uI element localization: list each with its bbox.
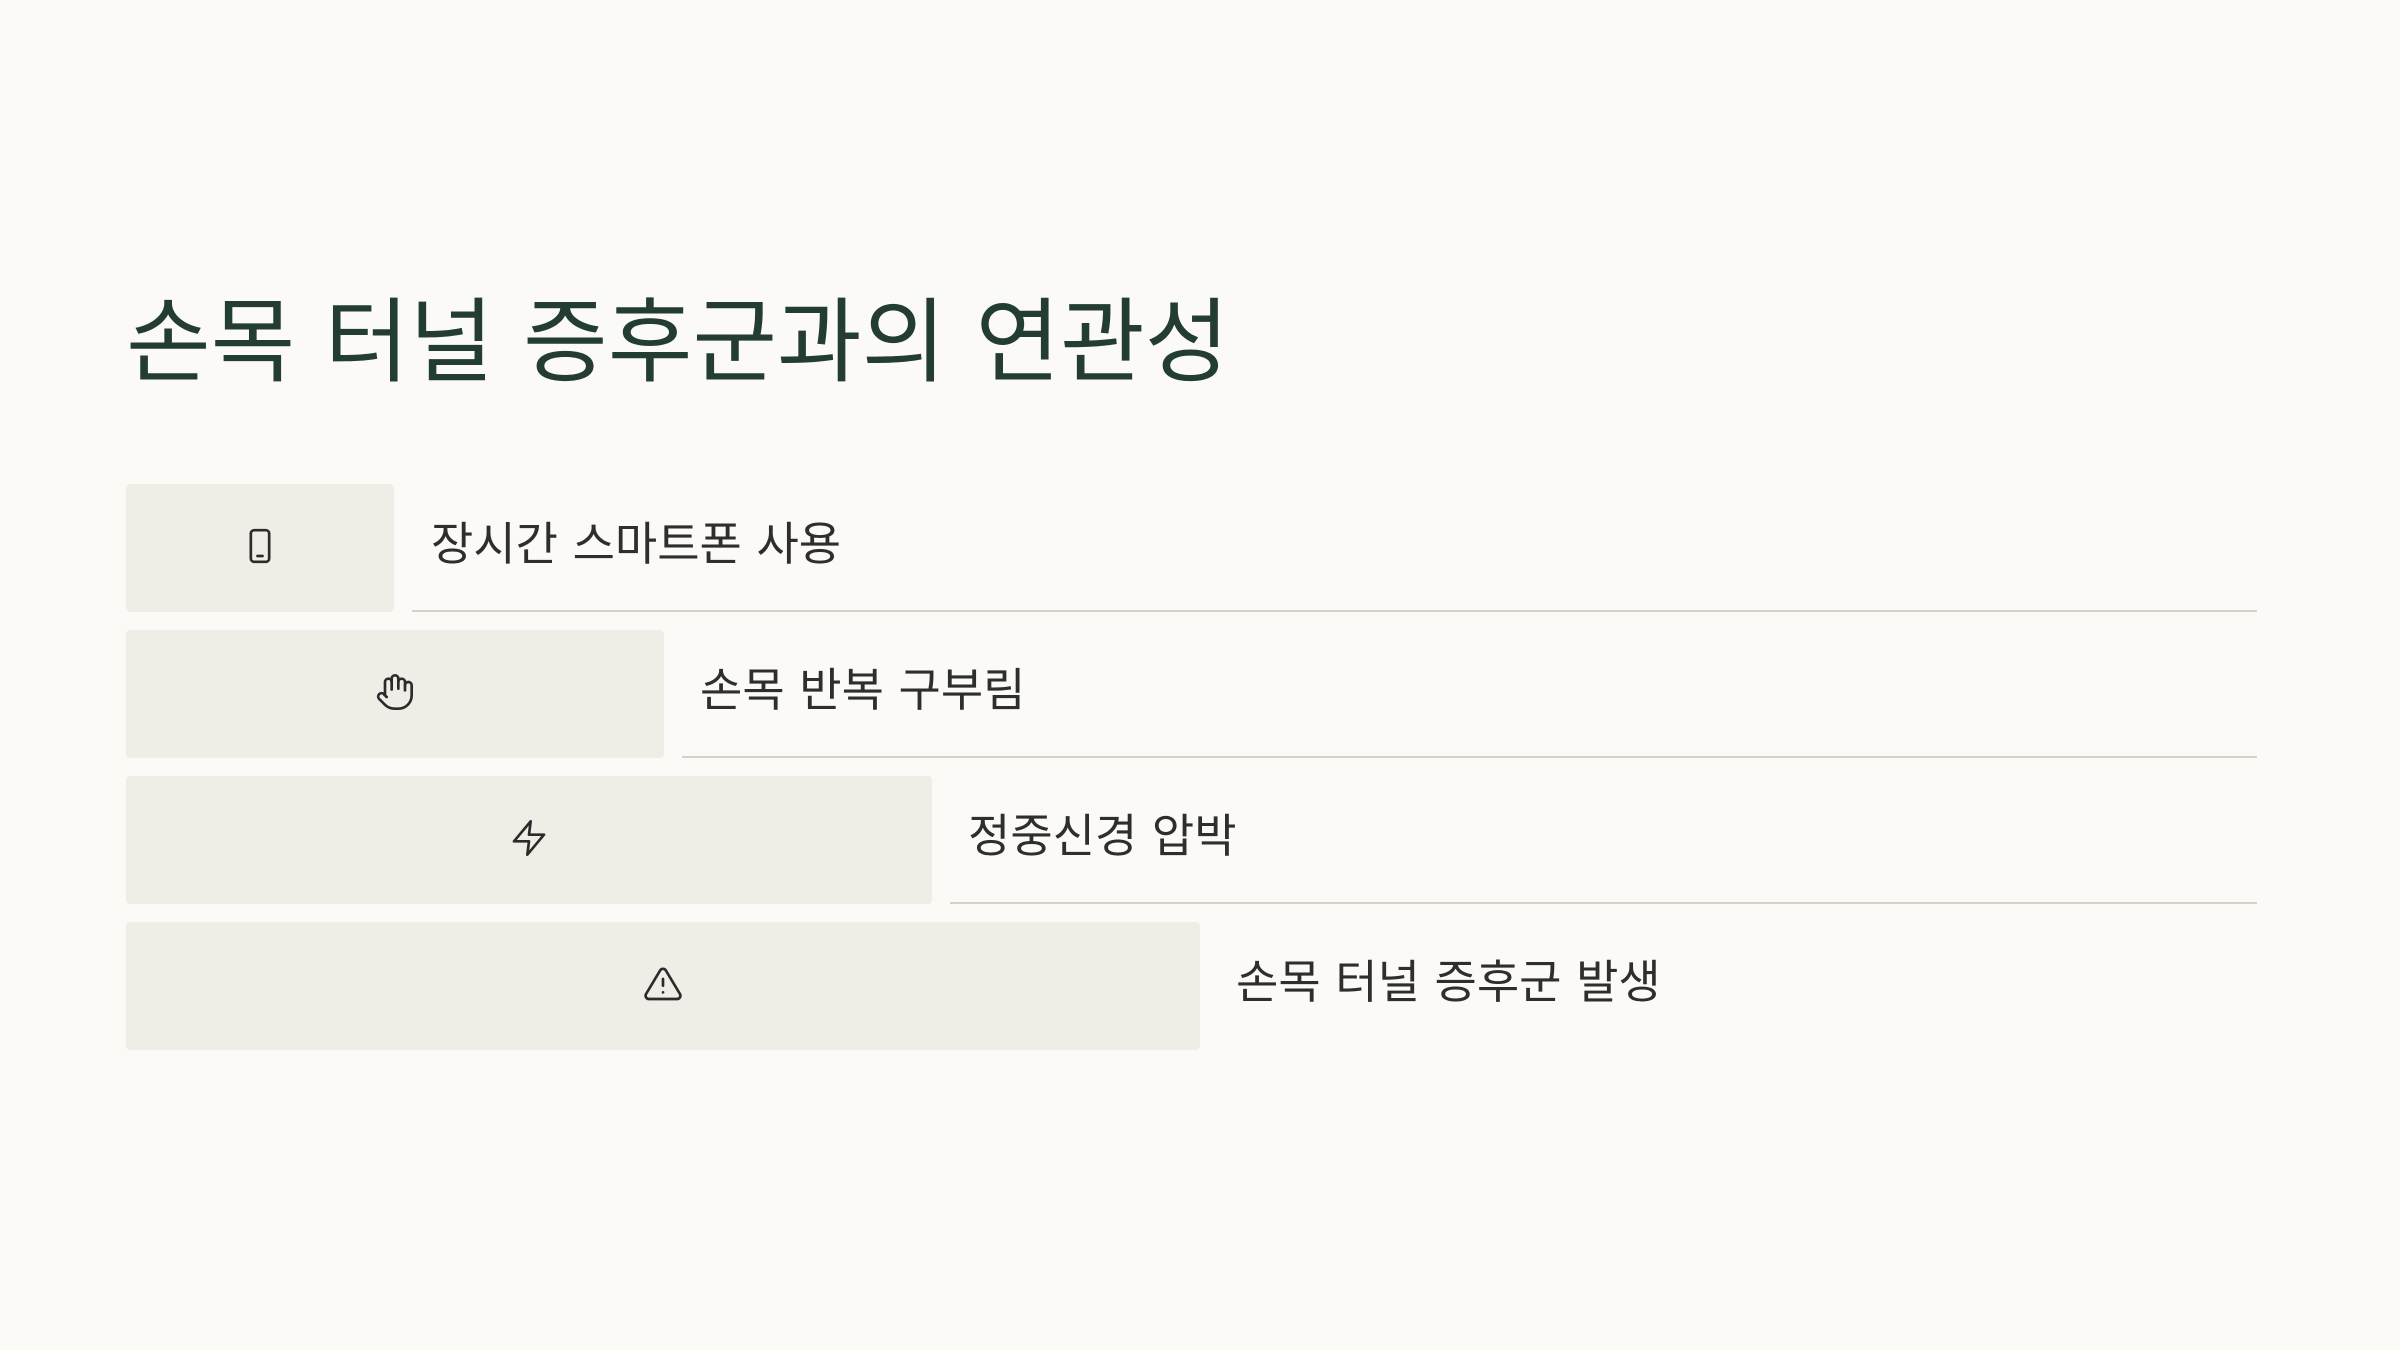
warning-triangle-icon — [643, 964, 683, 1008]
step-2: 손목 반복 구부림 — [126, 630, 2257, 758]
page-title: 손목 터널 증후군과의 연관성 — [126, 289, 1230, 396]
step-1: 장시간 스마트폰 사용 — [126, 484, 2257, 612]
step-label: 손목 터널 증후군 발생 — [1236, 955, 1661, 1009]
divider — [950, 902, 2257, 904]
step-block — [126, 776, 932, 904]
divider — [682, 756, 2257, 758]
step-3: 정중신경 압박 — [126, 776, 2257, 904]
smartphone-icon — [240, 526, 280, 570]
hand-icon — [375, 672, 415, 716]
step-label: 장시간 스마트폰 사용 — [431, 517, 842, 571]
step-label: 정중신경 압박 — [968, 809, 1237, 863]
divider — [412, 610, 2257, 612]
lightning-icon — [509, 818, 549, 862]
step-block — [126, 630, 664, 758]
step-block — [126, 484, 394, 612]
step-label: 손목 반복 구부림 — [700, 663, 1026, 717]
step-block — [126, 922, 1200, 1050]
step-4: 손목 터널 증후군 발생 — [126, 922, 2257, 1050]
